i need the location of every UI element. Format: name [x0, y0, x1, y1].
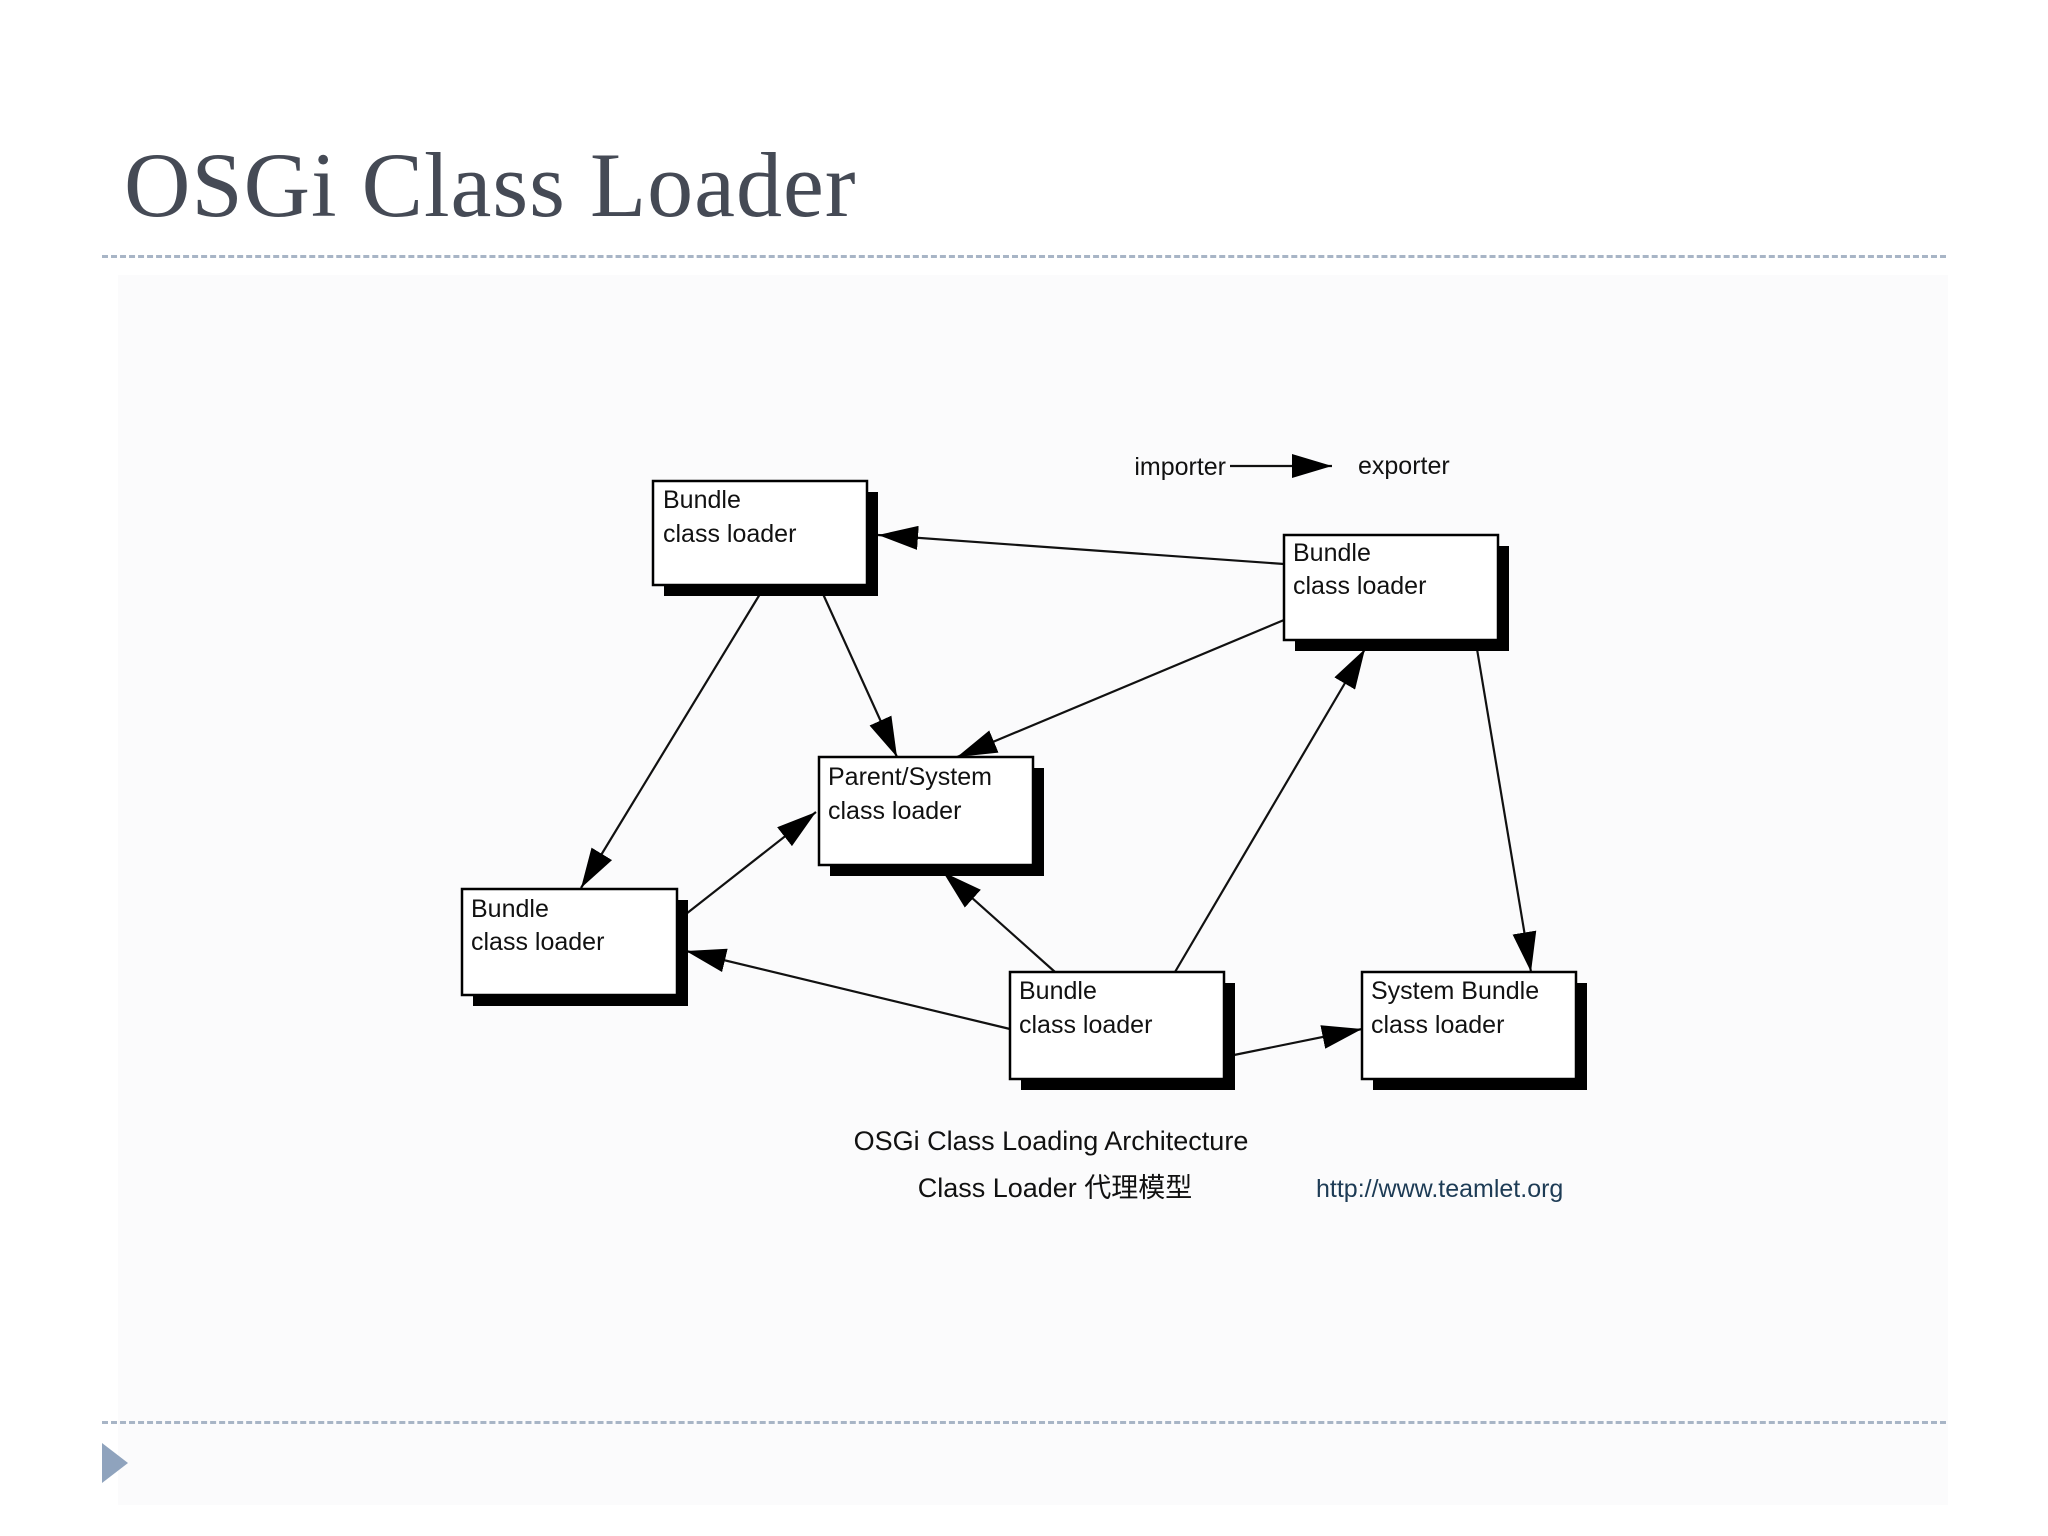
- slide-title: OSGi Class Loader: [124, 134, 857, 236]
- edge-arrow: [942, 871, 1056, 973]
- legend-importer: importer: [1134, 453, 1226, 481]
- edge-arrow: [1475, 648, 1537, 973]
- node-parent-system: Parent/System class loader: [817, 755, 1044, 876]
- edge-arrow: [1233, 1025, 1363, 1057]
- node-label: class loader: [828, 797, 961, 825]
- node-label: class loader: [663, 520, 796, 548]
- node-label: Parent/System: [828, 763, 992, 791]
- node-label: class loader: [471, 928, 604, 956]
- bottom-divider: [102, 1421, 1946, 1424]
- diagram-panel: [118, 275, 1948, 1505]
- node-system-bundle: System Bundle class loader: [1360, 970, 1587, 1090]
- node-label: class loader: [1293, 572, 1426, 600]
- edge-arrow: [956, 618, 1285, 759]
- edge-arrow: [580, 593, 761, 889]
- caption-line1: OSGi Class Loading Architecture: [854, 1126, 1249, 1156]
- edge-arrow: [1174, 648, 1366, 973]
- node-label: System Bundle: [1371, 977, 1539, 1005]
- node-bundle-top-right: Bundle class loader: [1282, 533, 1509, 651]
- node-label: class loader: [1019, 1011, 1152, 1039]
- source-url: http://www.teamlet.org: [1316, 1175, 1563, 1203]
- node-bundle-top-left: Bundle class loader: [651, 479, 878, 596]
- caption-line2: Class Loader 代理模型: [918, 1173, 1193, 1203]
- node-label: Bundle: [1293, 539, 1371, 567]
- node-label: Bundle: [663, 486, 741, 514]
- edge-arrow: [877, 525, 1285, 566]
- edge-arrow: [685, 811, 817, 915]
- node-bundle-left: Bundle class loader: [460, 887, 688, 1006]
- edge-arrow: [685, 948, 1011, 1031]
- node-label: Bundle: [471, 895, 549, 923]
- node-label: class loader: [1371, 1011, 1504, 1039]
- edge-arrow: [821, 593, 899, 758]
- bullet-triangle-icon: [102, 1443, 128, 1483]
- top-divider: [102, 255, 1946, 258]
- legend-exporter: exporter: [1358, 452, 1450, 480]
- node-bundle-bottom: Bundle class loader: [1008, 970, 1235, 1090]
- node-label: Bundle: [1019, 977, 1097, 1005]
